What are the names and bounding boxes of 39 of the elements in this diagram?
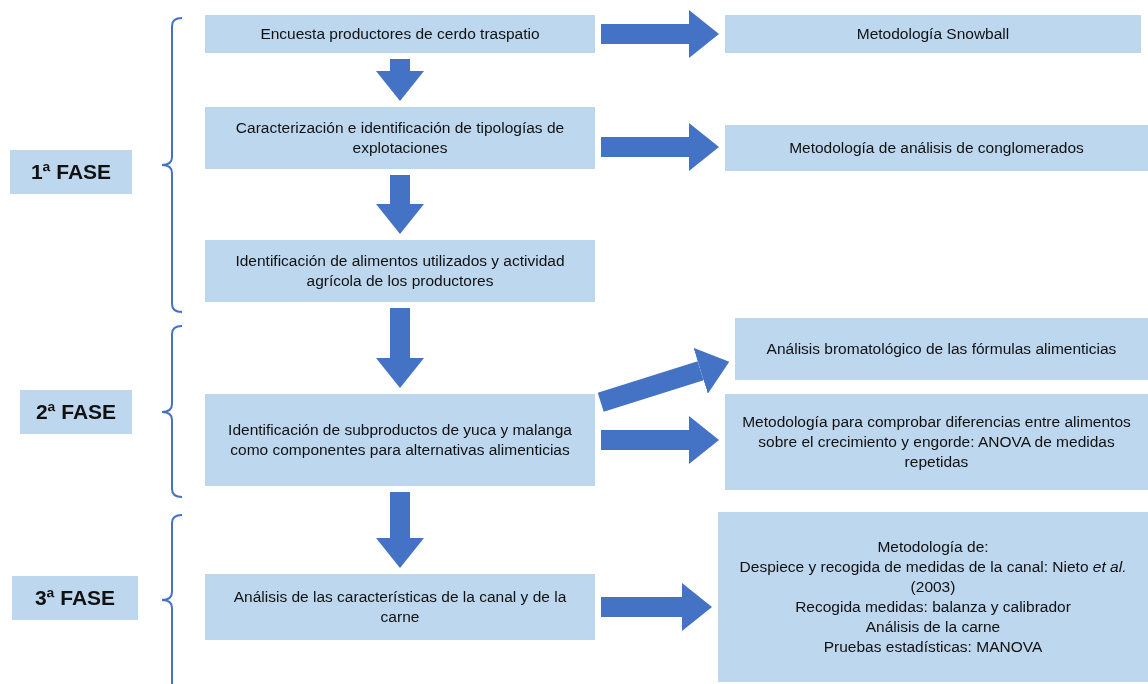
process-box [205, 574, 595, 640]
process-box [205, 240, 595, 302]
box-text: Identificación de alimentos utilizados y actividad agrícola de los productores [234, 250, 566, 291]
box-text: Metodología para comprobar diferencias entre alimentos sobre el crecimiento y engorde: ANOVA de medidas repetidas [741, 411, 1132, 473]
block-arrow [376, 59, 424, 101]
block-arrow [597, 347, 730, 412]
box-text: Recogida medidas: balanza y calibrador [795, 597, 1071, 617]
box-text: Análisis de la carne [865, 617, 1001, 638]
box-text: Caracterización e identificación de tipologías de explotaciones [234, 117, 566, 158]
block-arrow [601, 583, 712, 631]
method-box [718, 512, 1148, 682]
block-arrow [601, 123, 719, 171]
box-text: 2ª FASE [35, 399, 117, 426]
process-box [205, 394, 595, 486]
box-text: Identificación de subproductos de yuca y malanga como componentes para alternativas alimenticias [227, 419, 573, 460]
block-arrow [601, 10, 719, 58]
block-arrow [376, 175, 424, 234]
box-text: Pruebas estadísticas: MANOVA [823, 637, 1043, 658]
phase-box [10, 150, 132, 194]
phase-box [12, 576, 138, 620]
process-box [205, 107, 595, 169]
process-box [205, 15, 595, 53]
method-box [725, 125, 1148, 171]
box-text: Metodología de: [877, 536, 989, 557]
block-arrow [376, 308, 424, 388]
method-box [735, 318, 1148, 380]
box-text: 1ª FASE [30, 159, 112, 186]
box-text: Análisis bromatológico de las fórmulas alimenticias [766, 338, 1117, 359]
box-text: Análisis de las características de la canal y de la carne [232, 586, 568, 627]
block-arrow [376, 492, 424, 568]
box-text: Metodología de análisis de conglomerados [789, 137, 1084, 158]
method-box [725, 15, 1141, 53]
block-arrow [601, 416, 719, 464]
box-text: Despiece y recogida de medidas de la canal: Nieto et al. (2003) [738, 556, 1128, 597]
phase-box [20, 390, 132, 434]
method-box [725, 394, 1148, 490]
box-text: Encuesta productores de cerdo traspatio [260, 23, 540, 44]
box-text: Metodología Snowball [856, 23, 1010, 44]
box-text: 3ª FASE [34, 585, 116, 612]
